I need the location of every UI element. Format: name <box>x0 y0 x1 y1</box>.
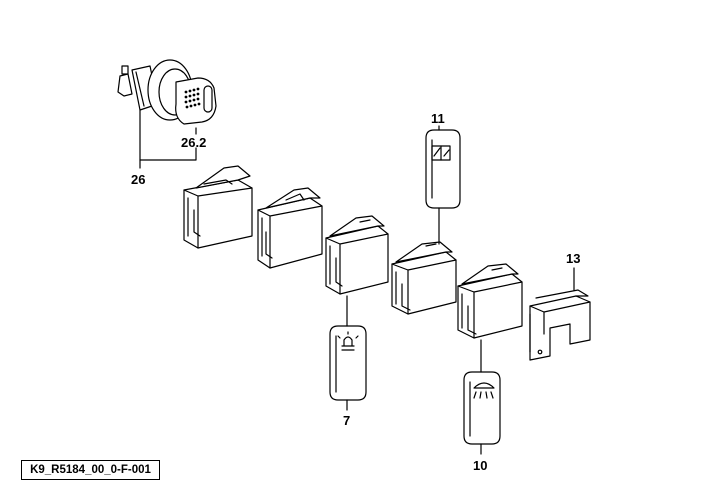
key <box>175 77 217 125</box>
callout-11: 11 <box>431 111 445 126</box>
leader-line-26 <box>139 109 197 161</box>
rocker-switch-4 <box>391 241 457 315</box>
rocker-insert-10 <box>463 371 501 445</box>
callout-7: 7 <box>343 413 350 428</box>
callout-26-2: 26.2 <box>181 135 206 150</box>
rocker-insert-7 <box>329 325 367 401</box>
rocker-switch-3 <box>325 215 389 295</box>
rocker-switch-1 <box>183 165 253 249</box>
rocker-switch-2 <box>257 187 323 269</box>
drawing-reference-label: K9_R5184_00_0-F-001 <box>21 460 160 480</box>
callout-26: 26 <box>131 172 145 187</box>
callout-13: 13 <box>566 251 580 266</box>
rocker-insert-11 <box>425 129 461 209</box>
callout-10: 10 <box>473 458 487 473</box>
blank-cover <box>529 289 591 361</box>
rocker-switch-5 <box>457 263 523 339</box>
